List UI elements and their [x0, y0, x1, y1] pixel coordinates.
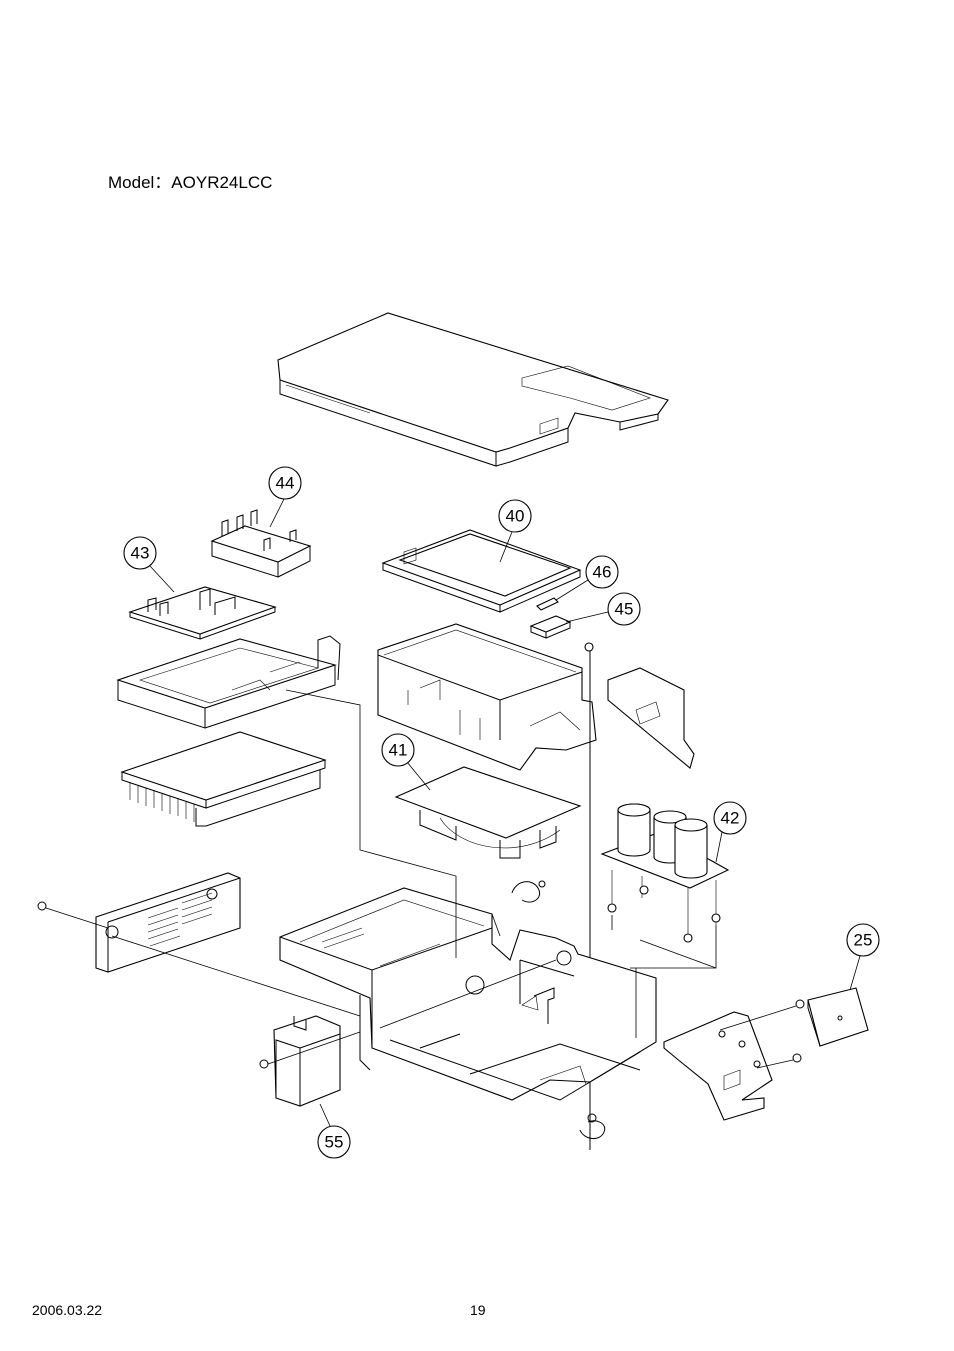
callout-42: 42 — [714, 802, 746, 862]
callout-25-label: 25 — [854, 931, 873, 950]
callout-40-label: 40 — [506, 507, 525, 526]
callout-45: 45 — [566, 593, 640, 625]
pcb-tray-left — [118, 636, 340, 728]
callout-41: 41 — [382, 734, 430, 790]
callout-25: 25 — [847, 924, 879, 990]
callout-42-label: 42 — [721, 809, 740, 828]
callout-43-label: 43 — [131, 544, 150, 563]
part-46-fuse — [537, 598, 558, 610]
wire-clamp-top — [512, 881, 545, 902]
part-25-block — [808, 988, 868, 1046]
part-41-board — [396, 767, 580, 858]
callout-55: 55 — [318, 1104, 350, 1158]
footer-date: 2006.03.22 — [32, 1302, 102, 1318]
part-44-terminal-block — [212, 510, 310, 577]
callout-44-label: 44 — [276, 474, 295, 493]
footer-page-number: 19 — [470, 1302, 486, 1318]
side-bracket-panel — [608, 668, 694, 768]
wire-clamp-bottom — [580, 1114, 605, 1139]
callout-46-label: 46 — [593, 563, 612, 582]
right-bracket — [664, 1000, 804, 1120]
part-42-capacitors — [602, 804, 728, 968]
top-cover — [278, 313, 668, 466]
callout-55-label: 55 — [325, 1133, 344, 1152]
part-55-transformer — [260, 1016, 360, 1106]
part-43-pcb — [130, 587, 275, 639]
front-grille-panel — [38, 873, 240, 972]
callout-45-label: 45 — [615, 600, 634, 619]
callout-43: 43 — [124, 537, 174, 592]
heat-sink — [122, 732, 325, 826]
callout-44: 44 — [269, 467, 301, 527]
part-45-holder — [531, 616, 570, 638]
callout-41-label: 41 — [389, 741, 408, 760]
callout-46: 46 — [556, 556, 618, 600]
